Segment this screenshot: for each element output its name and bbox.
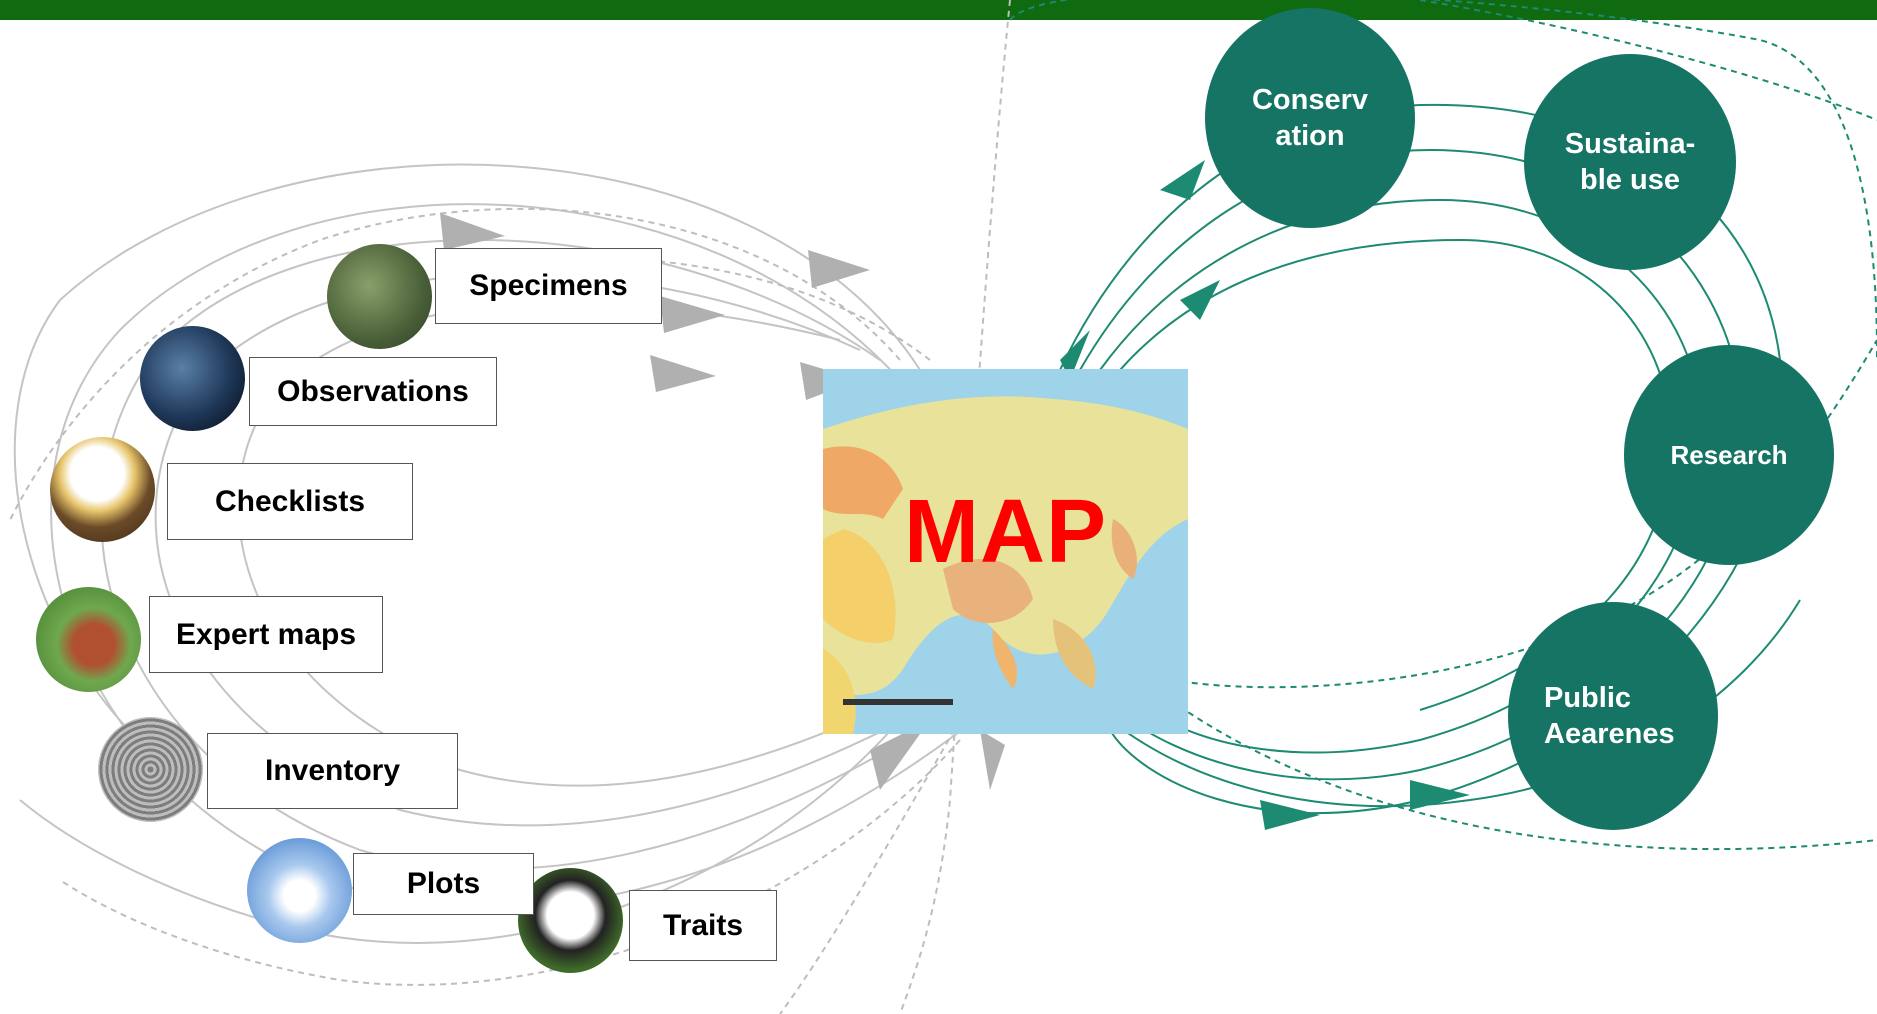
top-bar [0,0,1877,20]
source-expert-maps: Expert maps [149,596,383,673]
panda-icon [518,868,623,973]
outcome-sustainable-use: Sustaina- ble use [1524,54,1736,270]
thumbs-up-icon [36,587,141,692]
forest-icon [327,244,432,349]
outcome-research: Research [1624,345,1834,565]
source-specimens: Specimens [435,248,662,324]
outcome-conservation: Conserv ation [1205,8,1415,228]
map-title: MAP [904,482,1107,582]
source-inventory: Inventory [207,733,458,809]
asia-map-icon [823,369,1188,734]
source-checklists: Checklists [167,463,413,540]
fingerprint-icon [98,717,203,822]
earth-icon [140,326,245,431]
source-observations: Observations [249,357,497,426]
source-traits: Traits [629,890,777,961]
green-arrowheads [1060,160,1470,830]
sky-icon [247,838,352,943]
outcome-public-awareness: Public Aearenes [1508,602,1718,830]
source-plots: Plots [353,853,534,915]
gray-arrowheads [440,213,1005,790]
map-image: MAP [823,369,1188,734]
eagle-icon [50,437,155,542]
